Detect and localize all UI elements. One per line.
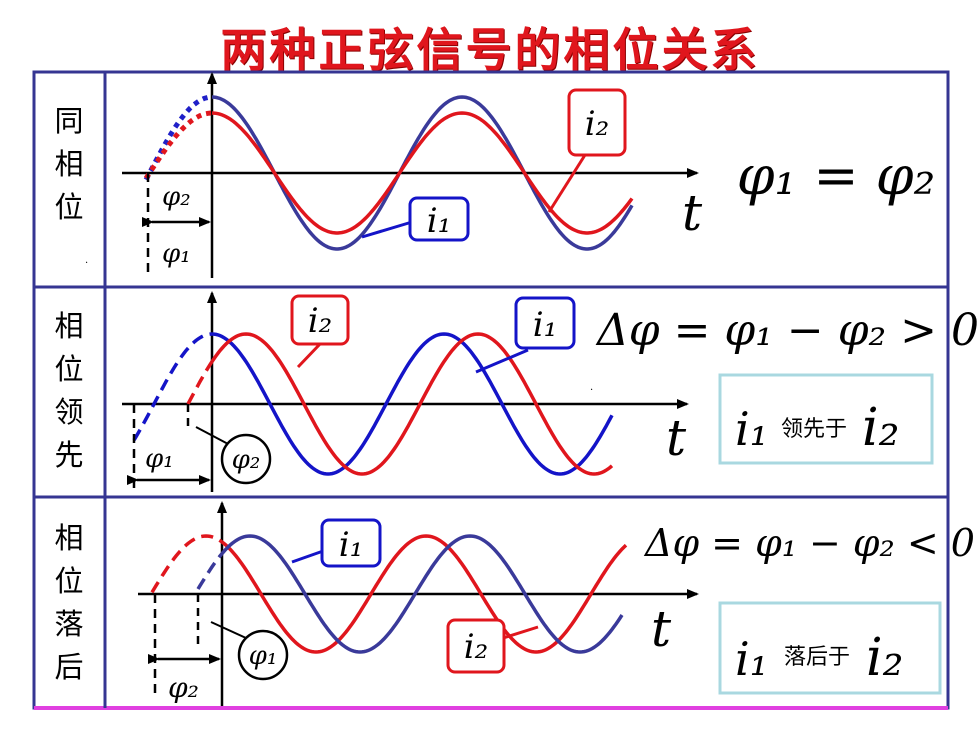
i1-callout-pointer — [291, 548, 327, 564]
i2-callout-pointer — [547, 154, 587, 213]
phi1-label: φ₁ — [162, 239, 191, 269]
relation-text: 落后于 — [784, 645, 850, 670]
relation-right: i₂ — [866, 628, 903, 688]
i2-callout-pointer — [296, 342, 322, 369]
i1-callout-pointer — [361, 220, 413, 239]
i2-callout-pointer — [499, 625, 539, 641]
i2-label: i₂ — [585, 104, 610, 144]
side-label-leading: 相 位 领 先 — [34, 305, 104, 477]
side-char: 后 — [54, 650, 84, 684]
i2-label: i₂ — [308, 301, 333, 341]
page-title: 两种正弦信号的相位关系 — [220, 23, 760, 77]
i1-label: i₁ — [427, 201, 452, 241]
side-char: 先 — [54, 438, 84, 472]
i2-callout-box — [290, 294, 350, 346]
i1-callout-box — [408, 196, 470, 242]
formula: φ₁ = φ₂ — [737, 144, 936, 207]
i1-dashed-curve — [196, 552, 224, 590]
relation-text: 领先于 — [781, 417, 847, 442]
relation-right: i₂ — [862, 398, 899, 458]
i1-callout-box — [320, 518, 382, 568]
section-leading: φ₁ φ₂ i₂ i₁ t Δφ = φ₁ − φ₂ > 0 i₁ 领先于 i₂… — [122, 291, 979, 494]
i1-dashed-curve — [132, 332, 213, 442]
i1-callout-pointer — [475, 348, 529, 374]
phi1-label: φ₁ — [249, 641, 278, 671]
phi2-label: φ₂ — [162, 182, 191, 212]
relation-left: i₁ — [735, 402, 768, 456]
i2-callout-box — [567, 88, 627, 157]
side-char: 位 — [54, 564, 84, 598]
side-label-lagging: 相 位 落 后 — [34, 517, 104, 689]
formula: Δφ = φ₁ − φ₂ < 0 — [643, 521, 975, 565]
i2-dashed-curve — [186, 360, 214, 405]
i2-label: i₂ — [464, 627, 489, 667]
i1-label: i₁ — [533, 305, 558, 345]
i1-curve — [220, 534, 624, 654]
side-char: 相 — [54, 147, 84, 181]
side-label-in-phase: 同 相 位 — [34, 100, 104, 229]
formula: Δφ = φ₁ − φ₂ > 0 — [595, 305, 979, 356]
side-char: 位 — [54, 352, 84, 386]
phi2-label: φ₂ — [168, 671, 199, 704]
side-char: 领 — [54, 395, 84, 429]
side-char: 相 — [54, 309, 84, 343]
i2-curve — [210, 332, 614, 476]
section-in-phase: φ₂ φ₁ i₁ i₂ t φ₁ = φ₂ . — [85, 72, 936, 278]
phi2-circle — [220, 433, 272, 485]
phi1-circle — [237, 629, 289, 681]
side-char: 落 — [54, 607, 84, 641]
side-char: 同 — [54, 104, 84, 138]
side-char: 位 — [54, 190, 84, 224]
t-label: t — [651, 600, 672, 658]
relation-box — [718, 373, 934, 465]
t-label: t — [666, 409, 687, 467]
section-lagging: φ₂ φ₁ i₁ i₂ t Δφ = φ₁ − φ₂ < 0 i₁ 落后于 i₂ — [138, 501, 975, 706]
i1-callout-box — [514, 296, 576, 350]
phi2-pointer — [195, 426, 231, 446]
phi1-label: φ₁ — [145, 444, 174, 474]
side-char: 相 — [54, 521, 84, 555]
relation-box — [718, 601, 942, 695]
i2-callout-box — [446, 618, 506, 674]
phi1-pointer — [210, 621, 247, 639]
i2-dashed-curve — [143, 110, 213, 180]
table-frame — [32, 70, 950, 710]
t-label: t — [682, 184, 703, 242]
i1-curve — [211, 332, 614, 476]
dot-mark: . — [85, 255, 88, 266]
i1-label: i₁ — [339, 525, 364, 565]
i2-dashed-curve — [150, 534, 224, 594]
dot-mark: . — [590, 382, 593, 393]
i2-curve — [211, 111, 634, 235]
relation-left: i₁ — [735, 632, 768, 686]
phi2-label: φ₂ — [232, 445, 261, 475]
